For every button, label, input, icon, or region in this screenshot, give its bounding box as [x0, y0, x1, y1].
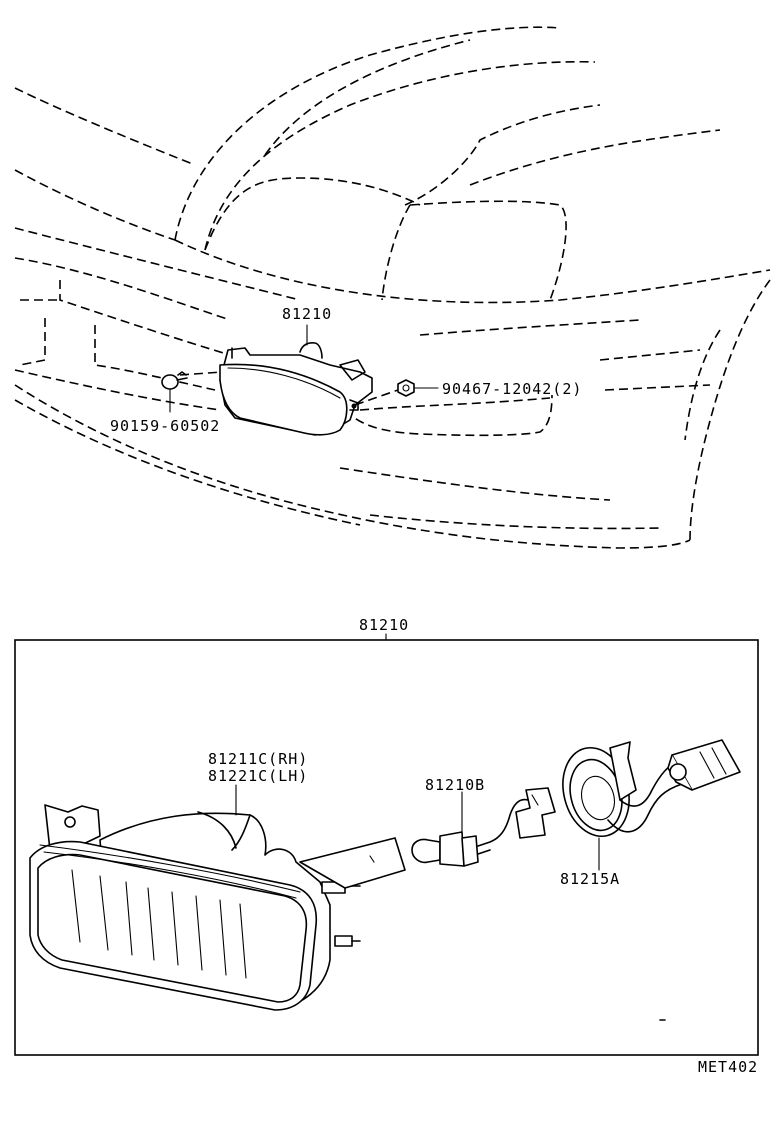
- socket-part-label: 81215A: [560, 870, 620, 888]
- detail-frame: [14, 639, 759, 1056]
- clip-part: [397, 379, 439, 397]
- assembly-label: 81210: [282, 305, 332, 323]
- clip-part-label: 90467-12042(2): [442, 380, 582, 398]
- screw-part-label: 90159-60502: [110, 417, 220, 435]
- fog-lamp-housing: [29, 804, 406, 1011]
- lamp-part-label-rh: 81211C(RH): [208, 750, 308, 768]
- figure-code: MET402: [698, 1058, 758, 1076]
- lamp-part-label-lh: 81221C(LH): [208, 767, 308, 785]
- bulb-part-label: 81210B: [425, 776, 485, 794]
- bulb-connector: [515, 787, 556, 839]
- vehicle-body-outline: [14, 26, 771, 549]
- detail-box-label: 81210: [359, 616, 409, 634]
- fog-lamp-small: [219, 342, 373, 436]
- bulb-part: [411, 798, 529, 867]
- screw-part: [161, 371, 188, 413]
- socket-part: [562, 739, 741, 838]
